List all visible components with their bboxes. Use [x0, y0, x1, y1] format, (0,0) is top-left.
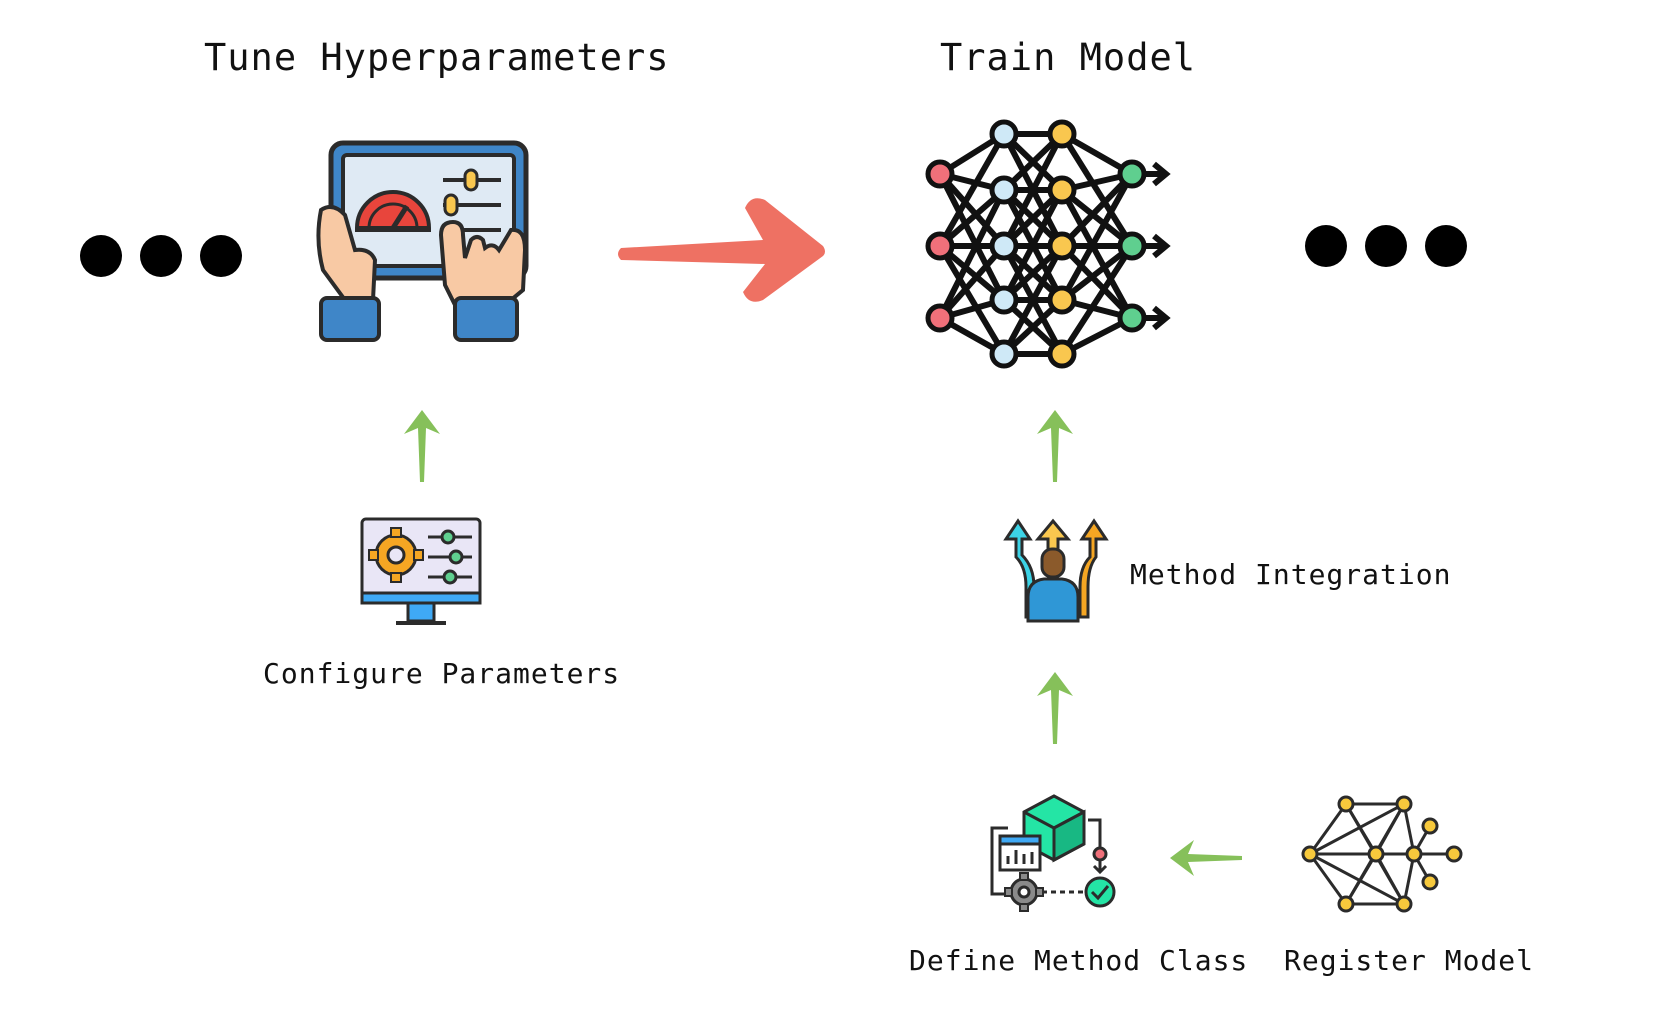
ellipsis-left-icon	[80, 235, 242, 277]
method-integration-label: Method Integration	[1130, 558, 1452, 591]
person-choosing-paths-icon	[1003, 518, 1109, 623]
cube-process-icon	[990, 794, 1116, 912]
tune-hyperparameters-title: Tune Hyperparameters	[204, 36, 670, 79]
define-method-class-label: Define Method Class	[909, 944, 1249, 977]
main-flow-arrow	[618, 198, 825, 302]
green-arrow-up-configure	[404, 410, 440, 482]
green-arrow-up-define	[1037, 672, 1073, 744]
train-model-title: Train Model	[940, 36, 1197, 79]
neural-network-icon	[925, 119, 1171, 369]
tablet-speedometer-sliders-icon	[316, 140, 529, 342]
green-arrow-left-register	[1170, 840, 1242, 876]
monitor-gear-settings-icon	[360, 517, 482, 625]
register-model-label: Register Model	[1284, 944, 1535, 977]
graph-network-icon	[1301, 795, 1463, 913]
ellipsis-right-icon	[1305, 225, 1467, 267]
green-arrow-up-integration	[1037, 410, 1073, 482]
configure-parameters-label: Configure Parameters	[263, 657, 621, 690]
